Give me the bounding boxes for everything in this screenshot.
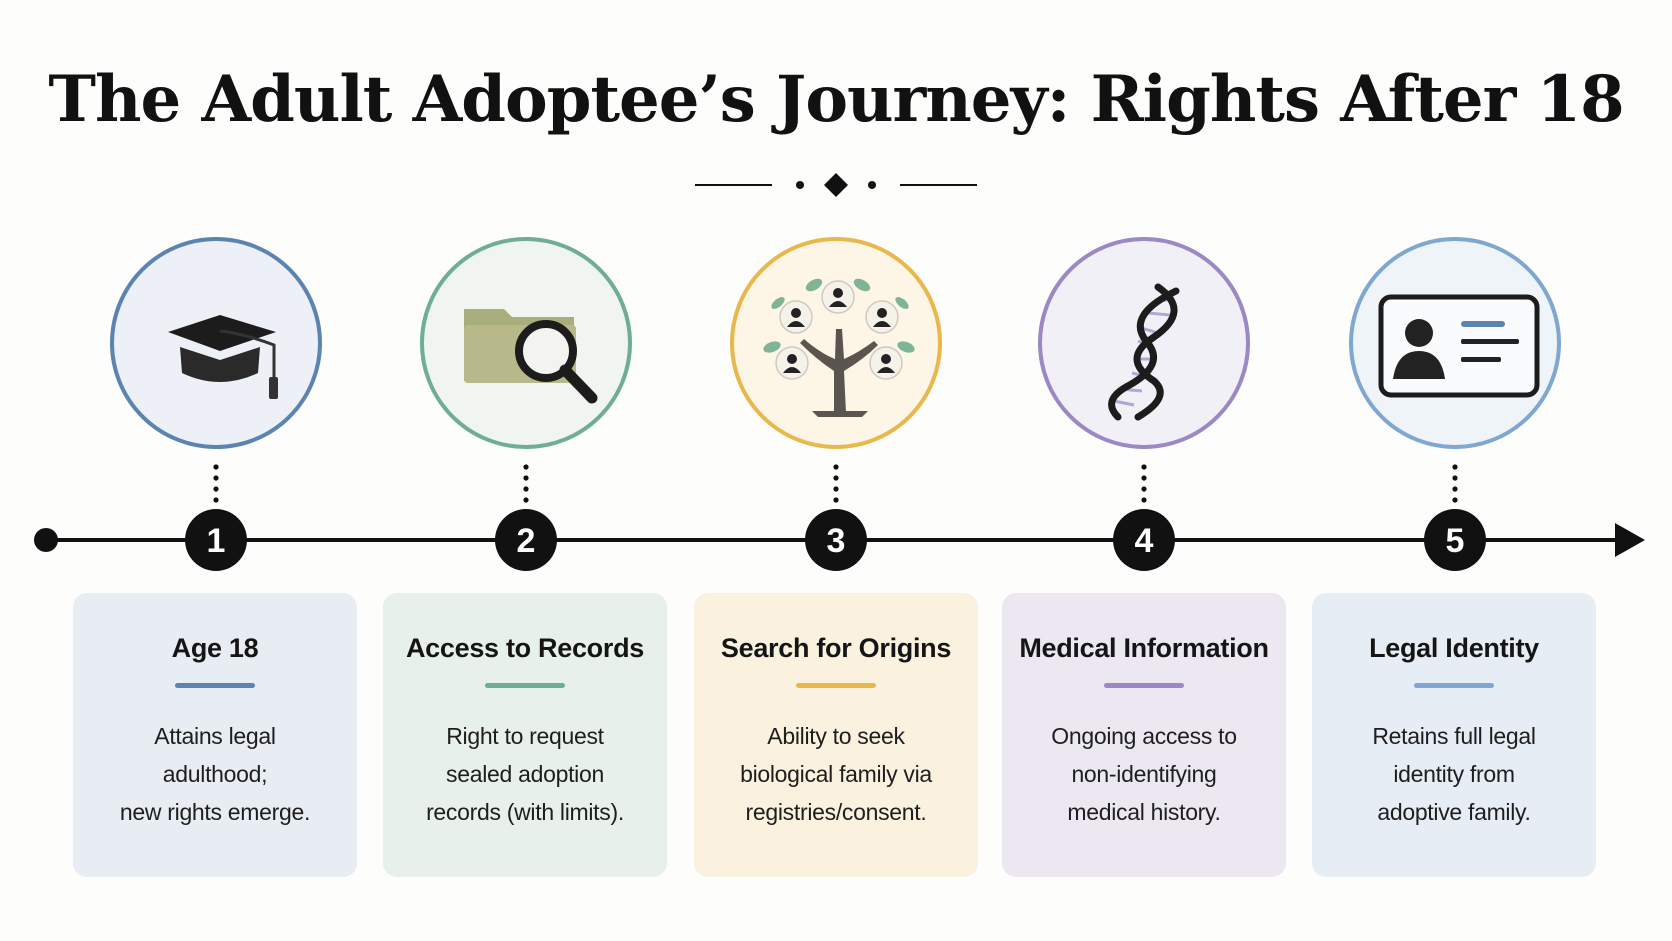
step-description-line: records (with limits).: [426, 799, 624, 825]
timeline-arrowhead: [1615, 523, 1645, 557]
step-description: Right to request sealed adoption records (…: [383, 717, 667, 831]
step-description-line: adulthood;: [162, 761, 268, 787]
step-number: 2: [517, 522, 536, 560]
connector-dot: [1141, 464, 1147, 470]
connector-dot: [523, 475, 529, 481]
connector-dot: [523, 464, 529, 470]
connector-dot: [213, 486, 219, 492]
step-description: Ongoing access to non-identifying medical …: [1002, 717, 1286, 831]
step-description-line: sealed adoption: [446, 761, 604, 787]
step-card: Search for Origins Ability to seek biolog…: [694, 593, 978, 877]
step-icon-circle: [730, 237, 942, 449]
step-card: Legal Identity Retains full legal identit…: [1312, 593, 1596, 877]
step-description-line: Right to request: [446, 723, 604, 749]
connector-dot: [1452, 497, 1458, 503]
title-ornament: [695, 173, 977, 197]
step-number-badge: [1113, 509, 1175, 571]
page-title: The Adult Adoptee’s Journey: Rights Afte…: [48, 62, 1624, 137]
step-description: Ability to seek biological family via regi…: [694, 717, 978, 831]
step-description-line: Retains full legal: [1372, 723, 1536, 749]
step-number-badge: [185, 509, 247, 571]
step-title: Medical Information: [1019, 633, 1269, 663]
step-number-badge: [805, 509, 867, 571]
step-description-line: new rights emerge.: [119, 799, 311, 825]
connector-dot: [213, 475, 219, 481]
connector-dot: [1452, 486, 1458, 492]
connector-dot: [1452, 464, 1458, 470]
connector-dot: [1141, 497, 1147, 503]
folder-search-icon: [464, 309, 598, 404]
step-description-line: adoptive family.: [1377, 799, 1531, 825]
step-description: Retains full legal identity from adoptive …: [1312, 717, 1596, 831]
connector-dot: [213, 464, 219, 470]
step-card: Medical Information Ongoing access to non…: [1002, 593, 1286, 877]
connector-dot: [523, 486, 529, 492]
step-accent-rule: [175, 683, 255, 688]
step-description-line: identity from: [1393, 761, 1515, 787]
step-number: 3: [827, 522, 846, 560]
step-icon-circle: [1349, 237, 1561, 449]
step-icon-circle: [110, 237, 322, 449]
id-card-icon: [1378, 294, 1540, 398]
step-accent-rule: [796, 683, 876, 688]
step-accent-rule: [485, 683, 565, 688]
step-title: Search for Origins: [720, 633, 952, 663]
connector-dot: [1141, 486, 1147, 492]
dna-helix-icon: [1108, 283, 1180, 421]
step-title: Legal Identity: [1369, 633, 1539, 663]
connector-dot: [1452, 475, 1458, 481]
step-icon-circle: [1038, 237, 1250, 449]
step-description-line: Ability to seek: [767, 723, 905, 749]
connector-dot: [523, 497, 529, 503]
family-tree-icon: [763, 278, 915, 417]
step-description-line: Attains legal: [154, 723, 276, 749]
step-number: 4: [1135, 522, 1154, 560]
step-description-line: non-identifying: [1071, 761, 1217, 787]
step-title: Access to Records: [405, 633, 644, 663]
step-card: Access to Records Right to request sealed…: [383, 593, 667, 877]
step-description-line: registries/consent.: [745, 799, 927, 825]
step-accent-rule: [1104, 683, 1184, 688]
step-number: 1: [207, 522, 226, 560]
step-description-line: Ongoing access to: [1051, 723, 1237, 749]
connector-dot: [833, 486, 839, 492]
connector-dot: [833, 475, 839, 481]
step-number: 5: [1446, 522, 1465, 560]
step-description-line: biological family via: [740, 761, 932, 787]
step-accent-rule: [1414, 683, 1494, 688]
connector-dot: [833, 497, 839, 503]
step-description: Attains legal adulthood; new rights emerge…: [73, 717, 357, 831]
step-card: Age 18 Attains legal adulthood; new rights…: [73, 593, 357, 877]
graduation-cap-icon: [168, 315, 278, 399]
connector-dot: [213, 497, 219, 503]
connector-dot: [833, 464, 839, 470]
connector-dot: [1141, 475, 1147, 481]
step-title: Age 18: [171, 633, 259, 663]
step-description-line: medical history.: [1067, 799, 1221, 825]
step-icon-circle: [420, 237, 632, 449]
step-number-badge: [1424, 509, 1486, 571]
step-number-badge: [495, 509, 557, 571]
